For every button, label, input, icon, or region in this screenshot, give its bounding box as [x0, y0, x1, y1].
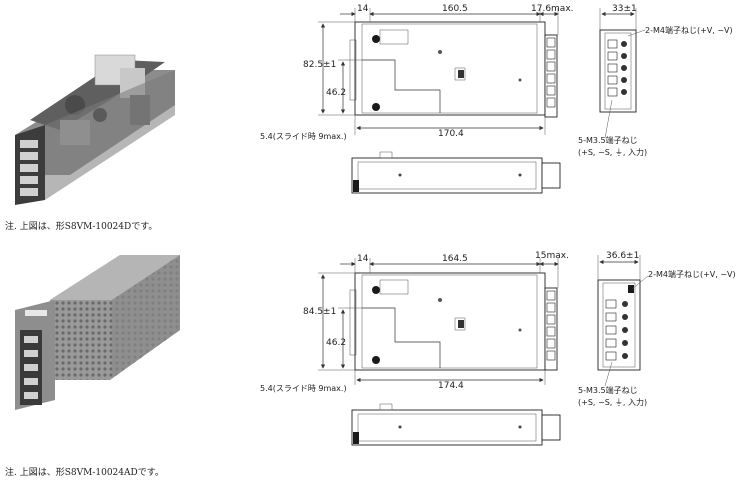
product-photo-s8vm-10024d: [15, 54, 175, 205]
top-terminal-main: 2-M4端子ねじ(+V, −V): [645, 25, 733, 35]
bottom-side-view: [597, 255, 649, 387]
bottom-terminal-main: 2-M4端子ねじ(+V, −V): [648, 269, 736, 279]
bottom-terminal-sub-1: 5-M3.5端子ねじ: [578, 385, 638, 395]
bottom-dimension-lines: [318, 258, 559, 385]
top-dim-width-main: 160.5: [442, 4, 468, 14]
bottom-dim-side-width: 36.6±1: [606, 251, 639, 261]
top-front-view: [349, 21, 558, 118]
top-bottom-view: [351, 151, 561, 194]
top-slide-note: 5.4(スライド時 9max.): [260, 132, 347, 141]
top-dim-total-length: 170.4: [438, 129, 464, 139]
bottom-terminal-sub-2: (+S, −S, ⏚, 入力): [578, 397, 647, 407]
bottom-front-view: [349, 272, 558, 371]
bottom-dim-total-length: 174.4: [438, 381, 464, 391]
bottom-slide-note: 5.4(スライド時 9max.): [260, 384, 347, 393]
bottom-dim-height-total: 84.5±1: [303, 307, 336, 317]
top-dim-side-width: 33±1: [612, 4, 637, 14]
product-photo-s8vm-10024ad: [15, 255, 180, 410]
top-terminal-sub-2: (+S, −S, ⏚, 入力): [578, 147, 647, 157]
bottom-note: 注. 上図は、形S8VM-10024ADです。: [5, 468, 164, 478]
bottom-dim-width-right: 15max.: [535, 251, 569, 261]
top-note: 注. 上図は、形S8VM-10024Dです。: [5, 222, 158, 232]
top-side-view: [599, 8, 646, 139]
top-dim-height-inner: 46.2: [326, 88, 346, 98]
bottom-dim-width-left: 14: [357, 254, 369, 264]
bottom-dim-width-main: 164.5: [442, 254, 468, 264]
top-dim-height-total: 82.5±1: [303, 60, 336, 70]
bottom-dim-height-inner: 46.2: [326, 338, 346, 348]
top-dim-width-right: 17.6max.: [531, 4, 574, 14]
top-dimension-lines: [318, 8, 559, 135]
top-terminal-sub-1: 5-M3.5端子ねじ: [578, 135, 638, 145]
top-dim-width-left: 14: [357, 4, 369, 14]
bottom-bottom-view: [351, 403, 561, 446]
